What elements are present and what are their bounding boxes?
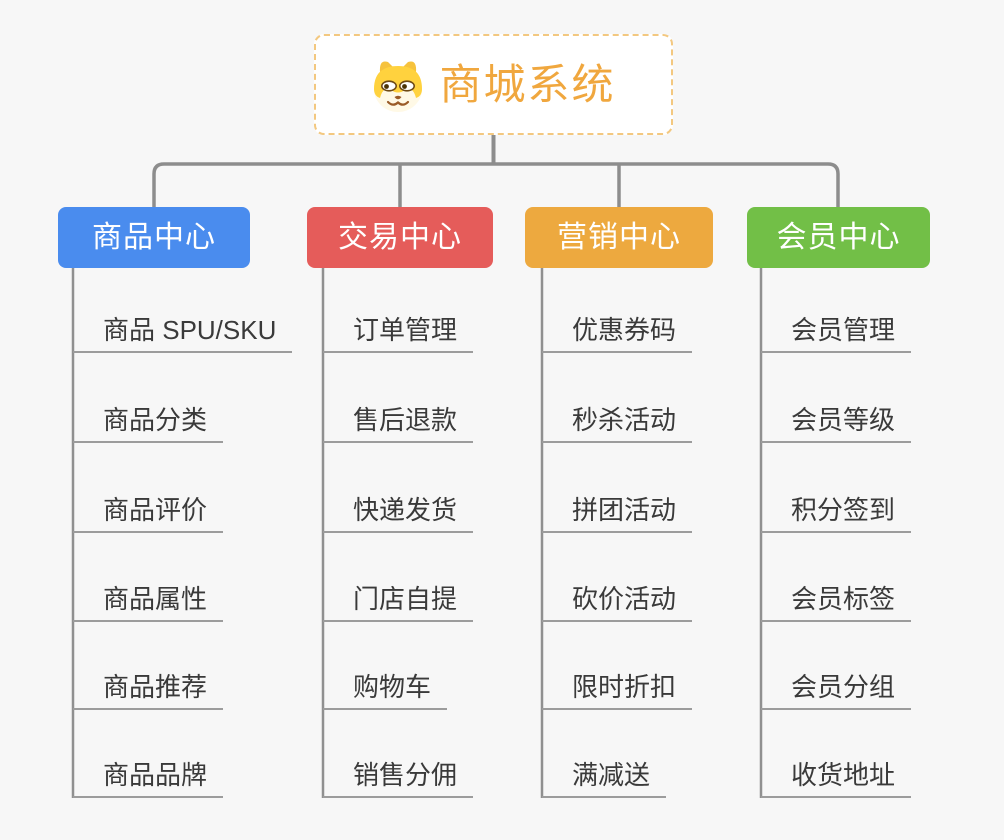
leaf-label: 商品推荐	[103, 672, 208, 703]
leaf-node[interactable]: 商品分类	[73, 397, 224, 443]
leaf-label: 订单管理	[353, 315, 458, 346]
leaf-label: 拼团活动	[572, 495, 677, 526]
branch-label: 交易中心	[338, 220, 462, 254]
leaf-label: 积分签到	[791, 495, 896, 526]
leaf-node[interactable]: 会员等级	[761, 397, 912, 443]
leaf-label: 购物车	[353, 672, 432, 703]
branch-trade-center[interactable]: 交易中心	[307, 207, 493, 268]
leaf-node[interactable]: 秒杀活动	[542, 397, 693, 443]
leaf-node[interactable]: 购物车	[323, 664, 448, 710]
leaf-label: 快递发货	[353, 495, 458, 526]
branch-product-center[interactable]: 商品中心	[58, 207, 250, 268]
branch-marketing-center[interactable]: 营销中心	[525, 207, 713, 268]
leaf-label: 商品 SPU/SKU	[103, 315, 277, 346]
leaf-label: 会员标签	[791, 584, 896, 615]
leaf-label: 会员等级	[791, 405, 896, 436]
leaf-label: 售后退款	[353, 405, 458, 436]
branch-label: 会员中心	[776, 220, 901, 254]
leaf-label: 销售分佣	[353, 760, 458, 791]
leaf-label: 商品评价	[103, 495, 208, 526]
branch-member-center[interactable]: 会员中心	[747, 207, 930, 268]
leaf-node[interactable]: 拼团活动	[542, 487, 693, 533]
leaf-label: 限时折扣	[572, 672, 677, 703]
leaf-node[interactable]: 会员分组	[761, 664, 912, 710]
leaf-node[interactable]: 商品品牌	[73, 752, 224, 798]
leaf-node[interactable]: 优惠券码	[542, 307, 693, 353]
dog-face-icon	[374, 60, 423, 112]
leaf-node[interactable]: 销售分佣	[323, 752, 474, 798]
leaf-label: 砍价活动	[572, 584, 677, 615]
branch-label: 商品中心	[92, 220, 216, 254]
leaf-label: 门店自提	[353, 584, 458, 615]
leaf-node[interactable]: 限时折扣	[542, 664, 693, 710]
leaf-label: 收货地址	[791, 760, 896, 791]
leaf-node[interactable]: 满减送	[542, 752, 667, 798]
leaf-label: 会员管理	[791, 315, 896, 346]
leaf-node[interactable]: 快递发货	[323, 487, 474, 533]
leaf-label: 秒杀活动	[572, 405, 677, 436]
leaf-label: 商品分类	[103, 405, 208, 436]
leaf-node[interactable]: 会员管理	[761, 307, 912, 353]
leaf-node[interactable]: 会员标签	[761, 576, 912, 622]
leaf-label: 满减送	[572, 760, 651, 791]
leaf-node[interactable]: 收货地址	[761, 752, 912, 798]
leaf-node[interactable]: 砍价活动	[542, 576, 693, 622]
leaf-node[interactable]: 门店自提	[323, 576, 474, 622]
leaf-label: 商品属性	[103, 584, 208, 615]
leaf-label: 优惠券码	[572, 315, 677, 346]
leaf-node[interactable]: 商品 SPU/SKU	[73, 307, 293, 353]
leaf-node[interactable]: 积分签到	[761, 487, 912, 533]
leaf-node[interactable]: 订单管理	[323, 307, 474, 353]
leaf-label: 会员分组	[791, 672, 896, 703]
leaf-node[interactable]: 商品推荐	[73, 664, 224, 710]
root-title: 商城系统	[439, 60, 616, 108]
root-node[interactable]: 商城系统	[314, 34, 673, 135]
leaf-node[interactable]: 商品评价	[73, 487, 224, 533]
leaf-node[interactable]: 商品属性	[73, 576, 224, 622]
leaf-node[interactable]: 售后退款	[323, 397, 474, 443]
branch-label: 营销中心	[557, 220, 681, 254]
leaf-label: 商品品牌	[103, 760, 208, 791]
